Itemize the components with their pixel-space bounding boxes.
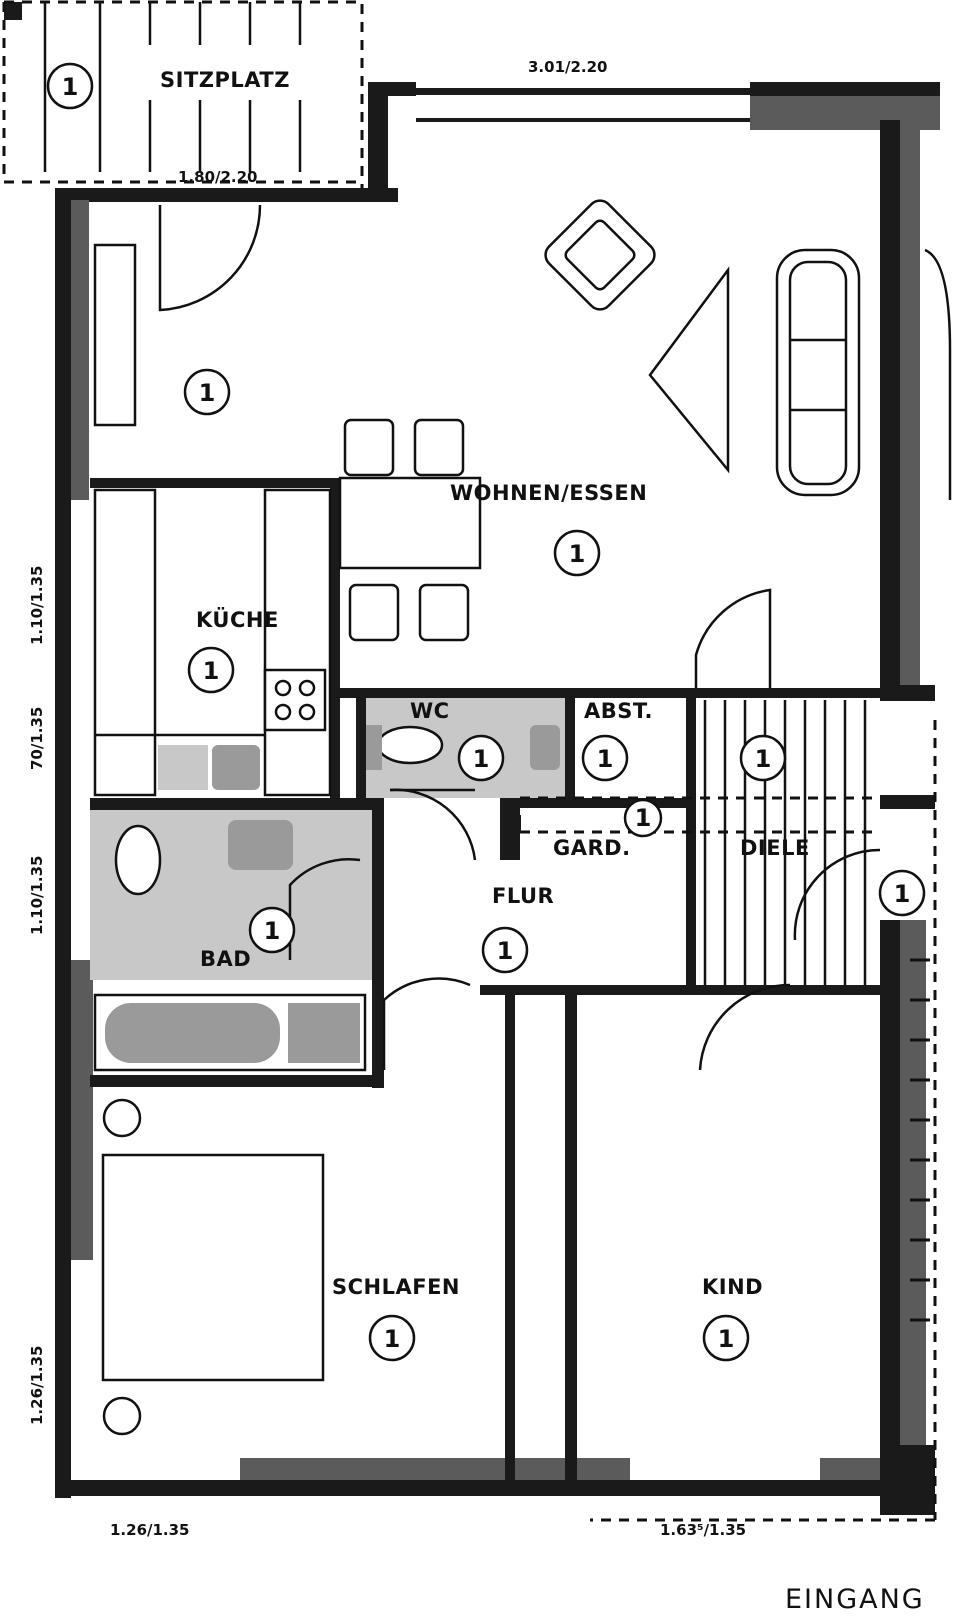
marker-kind: 1 — [702, 1314, 750, 1362]
dim-bottom-kind: 1.63⁵/1.35 — [660, 1521, 746, 1539]
svg-text:1: 1 — [264, 917, 281, 945]
marker-eingang-area: 1 — [878, 869, 926, 917]
dimensions: 3.01/2.20 1.80/2.20 1.10/1.35 70/1.35 1.… — [28, 58, 746, 1539]
marker-abst: 1 — [581, 734, 629, 782]
svg-text:1: 1 — [62, 73, 79, 101]
svg-text:1: 1 — [755, 745, 772, 773]
kueche-label: KÜCHE — [196, 607, 279, 632]
svg-text:1: 1 — [384, 1325, 401, 1353]
flur-label: FLUR — [492, 884, 554, 908]
svg-text:1: 1 — [894, 880, 911, 908]
dim-sitzplatz-door: 1.80/2.20 — [178, 168, 258, 186]
room-labels: SITZPLATZ WOHNEN/ESSEN KÜCHE WC ABST. DI… — [160, 68, 925, 1615]
abst-label: ABST. — [584, 699, 653, 723]
wohnen-essen-label: WOHNEN/ESSEN — [450, 481, 647, 505]
furniture — [90, 199, 952, 1522]
eingang-label: EINGANG — [785, 1584, 925, 1615]
svg-text:1: 1 — [199, 379, 216, 407]
sitzplatz-label: SITZPLATZ — [160, 68, 290, 92]
marker-bad: 1 — [248, 906, 296, 954]
interior-walls — [90, 478, 885, 1480]
marker-kueche: 1 — [187, 646, 235, 694]
outer-walls — [55, 82, 940, 1515]
dim-left-kitchen: 1.10/1.35 — [28, 566, 46, 646]
marker-sitzplatz: 1 — [46, 62, 94, 110]
marker-gard: 1 — [623, 798, 663, 838]
wc-label: WC — [410, 699, 450, 723]
room-markers: 1 1 1 1 1 1 1 1 1 1 1 1 1 — [46, 62, 926, 1362]
dim-left-wc: 70/1.35 — [28, 707, 46, 770]
dim-left-schlafen: 1.26/1.35 — [28, 1346, 46, 1426]
svg-text:1: 1 — [718, 1325, 735, 1353]
svg-text:1: 1 — [497, 937, 514, 965]
diele-label: DIELE — [740, 836, 810, 860]
svg-text:1: 1 — [473, 745, 490, 773]
dim-top-window: 3.01/2.20 — [528, 58, 608, 76]
svg-text:1: 1 — [203, 657, 220, 685]
kind-label: KIND — [702, 1275, 763, 1299]
marker-schlafen: 1 — [368, 1314, 416, 1362]
dim-bottom-schlafen: 1.26/1.35 — [110, 1521, 190, 1539]
svg-text:1: 1 — [635, 804, 652, 832]
svg-text:1: 1 — [597, 745, 614, 773]
marker-diele: 1 — [739, 734, 787, 782]
svg-text:1: 1 — [569, 540, 586, 568]
bad-label: BAD — [200, 947, 251, 971]
dim-left-bad: 1.10/1.35 — [28, 856, 46, 936]
marker-flur: 1 — [481, 926, 529, 974]
marker-wohnen: 1 — [553, 529, 601, 577]
marker-kitchen-area: 1 — [183, 368, 231, 416]
marker-wc: 1 — [457, 734, 505, 782]
sitzplatz-terrace — [2, 0, 364, 188]
schlafen-label: SCHLAFEN — [332, 1275, 460, 1299]
gard-label: GARD. — [553, 836, 631, 860]
